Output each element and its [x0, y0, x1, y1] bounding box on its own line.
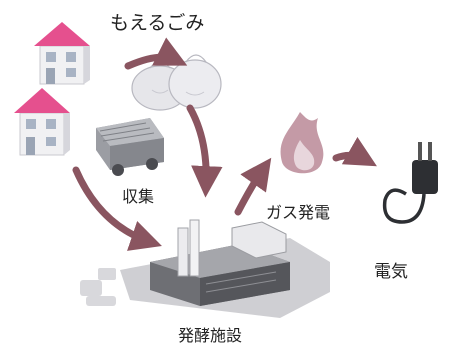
power-plug-icon [382, 142, 438, 224]
fermentation-facility-label: 発酵施設 [178, 326, 243, 345]
house-icon [34, 22, 90, 85]
fermentation-plant-icon [80, 219, 330, 318]
collection-label: 収集 [122, 187, 155, 206]
flow-arrow-houses-to-bags [124, 37, 188, 70]
flow-arrow-plant-to-gas [234, 157, 272, 216]
flow-arrow-gas-to-plug [332, 136, 377, 167]
garbage-bag-icon [131, 54, 222, 111]
burnable-waste-label: もえるごみ [110, 12, 205, 34]
house-icon [14, 88, 70, 156]
electricity-label: 電気 [374, 262, 408, 282]
garbage-truck-icon [96, 118, 164, 176]
flame-icon [280, 112, 324, 174]
flow-arrow-bags-to-plant [186, 104, 223, 198]
flow-arrow-houses-to-plant [72, 166, 162, 251]
gas-power-label: ガス発電 [266, 203, 331, 222]
